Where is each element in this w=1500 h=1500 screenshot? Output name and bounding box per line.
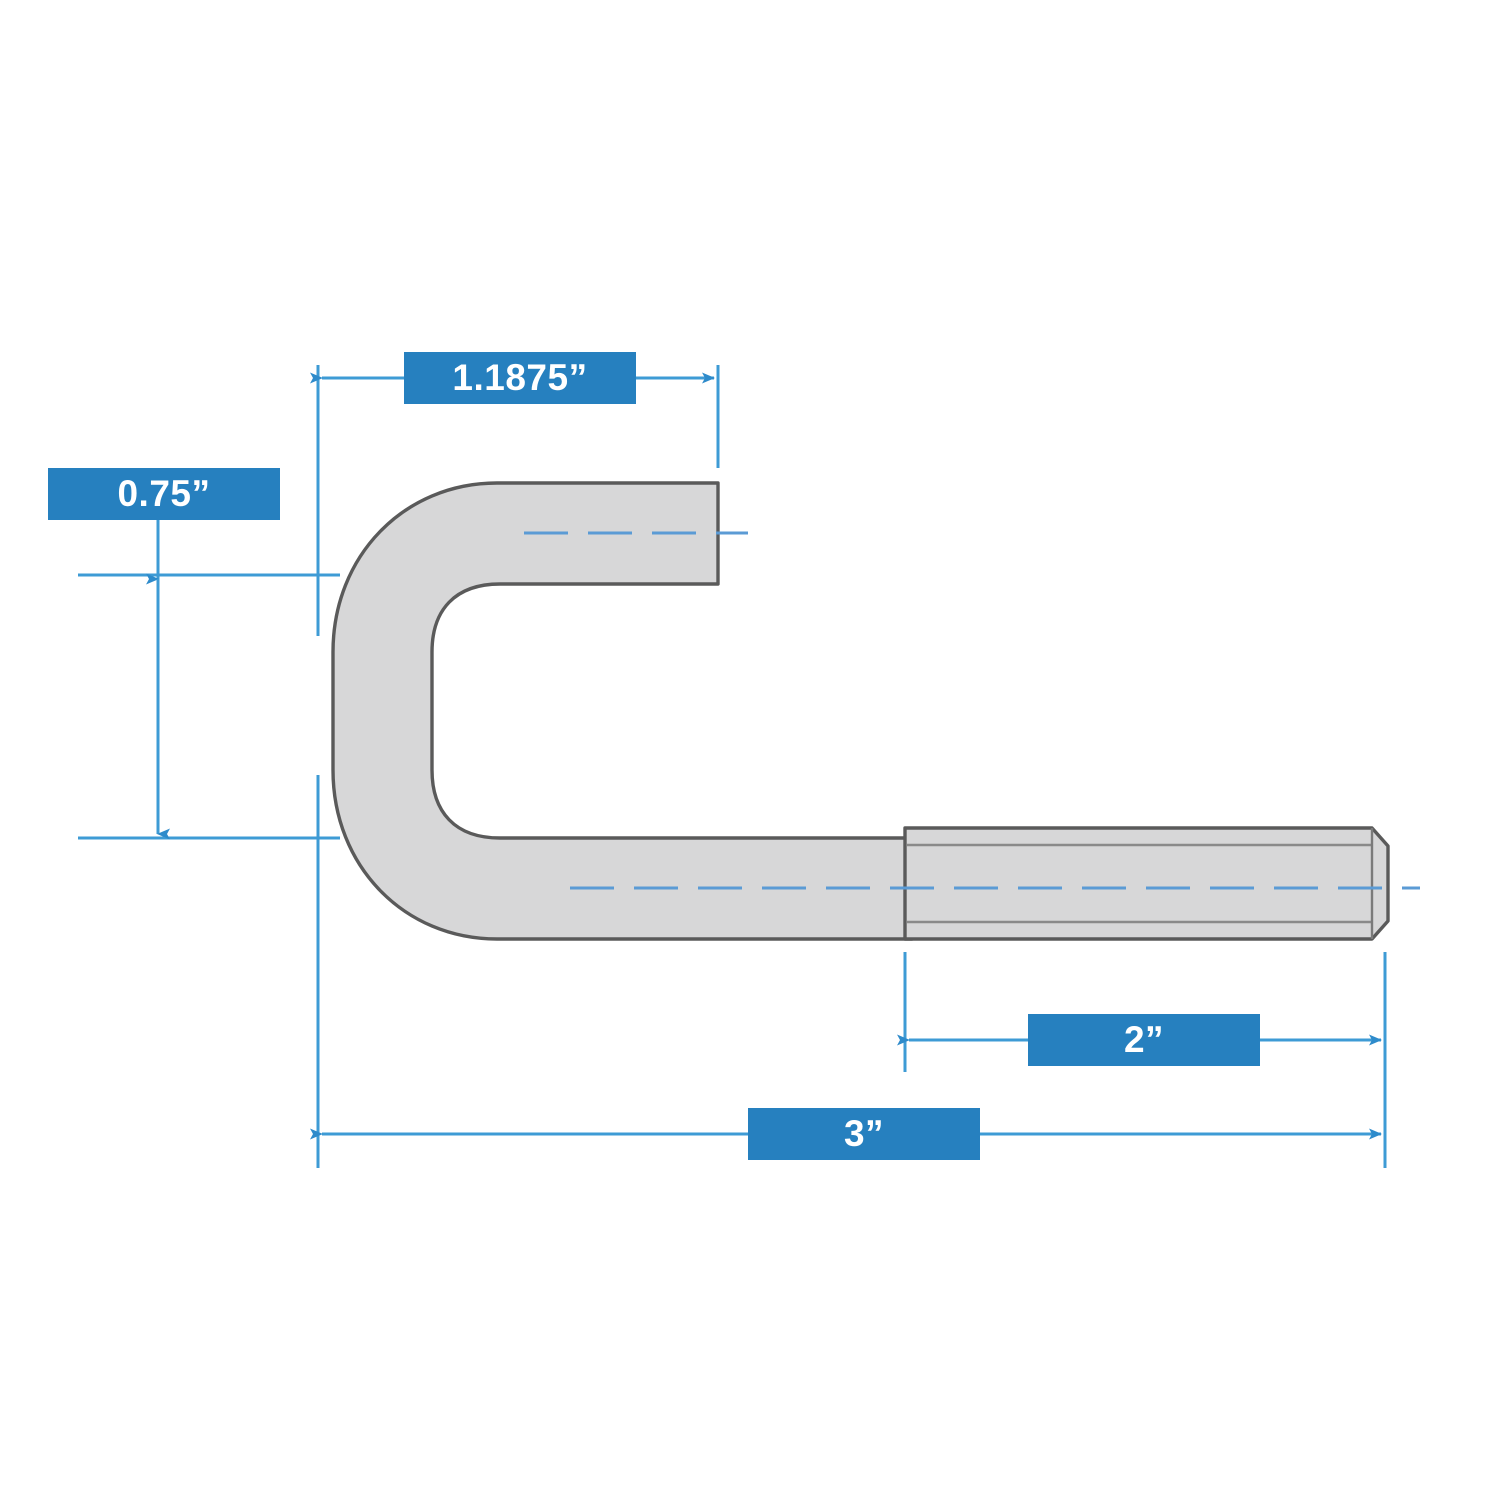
dimension-label-thread-length: 2” <box>1028 1014 1260 1066</box>
part-geometry <box>331 481 1390 941</box>
dimension-overall-length <box>310 884 1387 1168</box>
dimension-label-hook-opening: 0.75” <box>48 468 280 520</box>
dimension-label-overall-length: 3” <box>748 1108 980 1160</box>
hook-body-shape <box>331 481 914 941</box>
dimension-hook-opening <box>78 520 340 884</box>
center-lines <box>524 531 1420 890</box>
dimension-label-hook-width: 1.1875” <box>404 352 636 404</box>
dimension-thread-length <box>897 952 1387 1072</box>
